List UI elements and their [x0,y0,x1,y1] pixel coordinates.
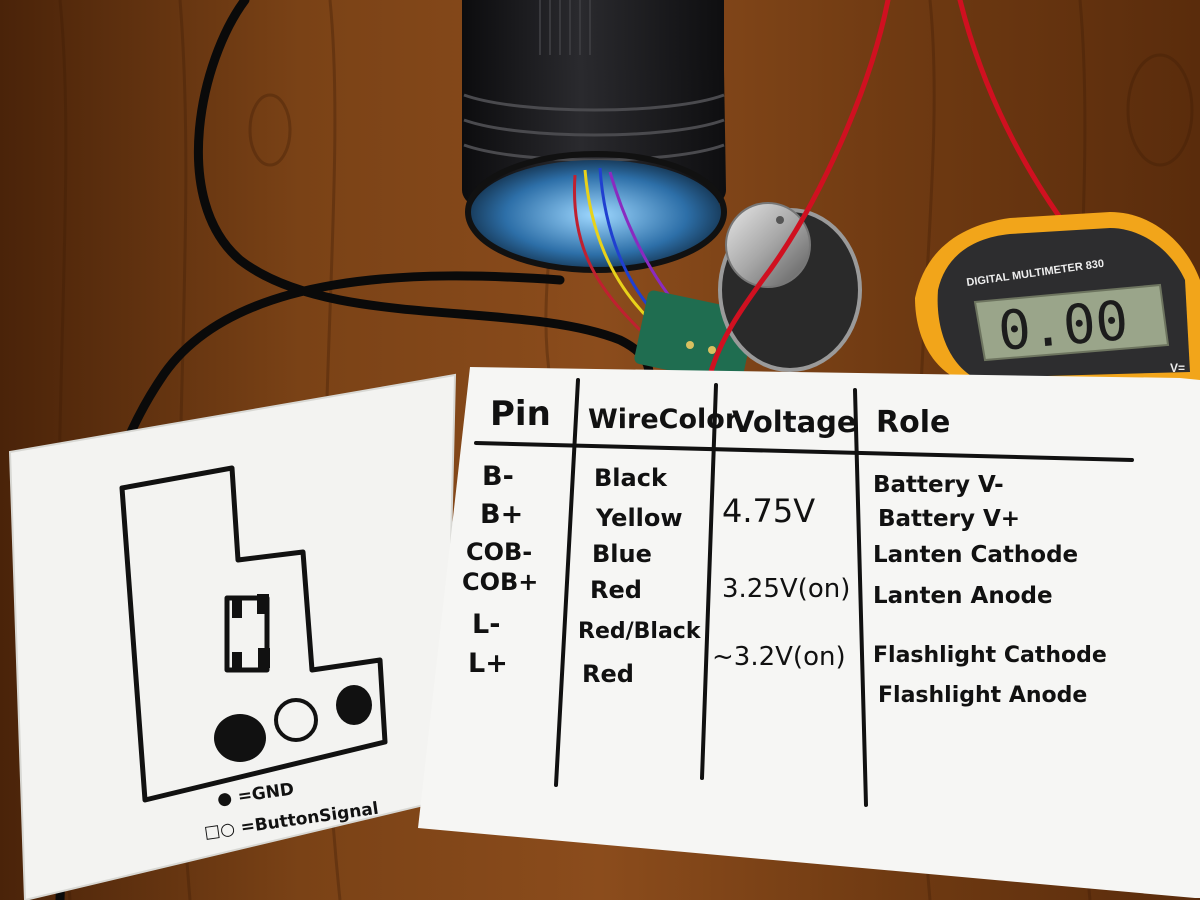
row-wire-color: Red [590,576,642,604]
header-role: Role [876,405,950,440]
row-wire-color: Black [594,464,668,492]
table-row: L- Red/Black ~3.2V(on) Flashlight Cathod… [472,609,1107,672]
table-row: B+ Yellow 4.75V Battery V+ [480,492,1020,532]
gnd-pad-right [336,685,372,725]
row-voltage: ~3.2V(on) [712,642,846,672]
metal-heatsink [725,202,811,288]
board-outline-drawing [119,465,388,803]
row-pin: B+ [480,499,523,530]
row-voltage: 4.75V [722,492,815,530]
row-wire-color: Blue [592,540,652,568]
wiring-table-paper: Pin WireColor Voltage Role B- Black Batt… [418,367,1200,898]
board-sketch-paper: ● =GND □○ =ButtonSignal [8,373,457,900]
legend-gnd-symbol: ● [216,788,233,810]
table-row: L+ Red Flashlight Anode [468,648,1087,708]
lantern-body [462,0,727,273]
multimeter-reading: 0.00 [996,289,1131,363]
row-pin: L- [472,609,500,640]
row-role: Flashlight Cathode [873,643,1107,668]
button-signal-pad [274,698,318,742]
row-role: Battery V+ [878,506,1020,532]
header-pin: Pin [490,394,551,434]
row-voltage: 3.25V(on) [722,574,850,604]
row-role: Lanten Cathode [873,542,1078,568]
legend-button-symbol: □○ [203,819,236,843]
reflector-cup [718,202,862,372]
gnd-pad-left [214,714,266,762]
row-role: Battery V- [873,472,1004,498]
row-pin: L+ [468,648,508,679]
table-grid-lines [474,378,1134,807]
row-pin: COB- [466,538,532,566]
table-row: COB+ Red 3.25V(on) Lanten Anode [462,568,1053,609]
header-voltage: Voltage [732,405,857,439]
table-row: COB- Blue Lanten Cathode [466,538,1078,568]
header-wire-color: WireColor [588,404,739,435]
row-wire-color: Yellow [595,504,683,532]
pad-drawings [214,594,372,762]
row-role: Lanten Anode [873,583,1053,609]
multimeter-mode: V= [1170,361,1185,375]
digital-multimeter: DIGITAL MULTIMETER 830 0.00 V= [915,212,1200,380]
row-pin: B- [482,461,514,492]
row-pin: COB+ [462,568,538,596]
row-wire-color: Red/Black [578,619,702,644]
row-role: Flashlight Anode [878,683,1087,708]
table-row: B- Black Battery V- [482,461,1004,498]
lantern-opening [470,160,722,270]
table-headers: Pin WireColor Voltage Role [490,394,950,440]
multimeter-lcd [973,283,1170,362]
row-wire-color: Red [582,660,634,688]
